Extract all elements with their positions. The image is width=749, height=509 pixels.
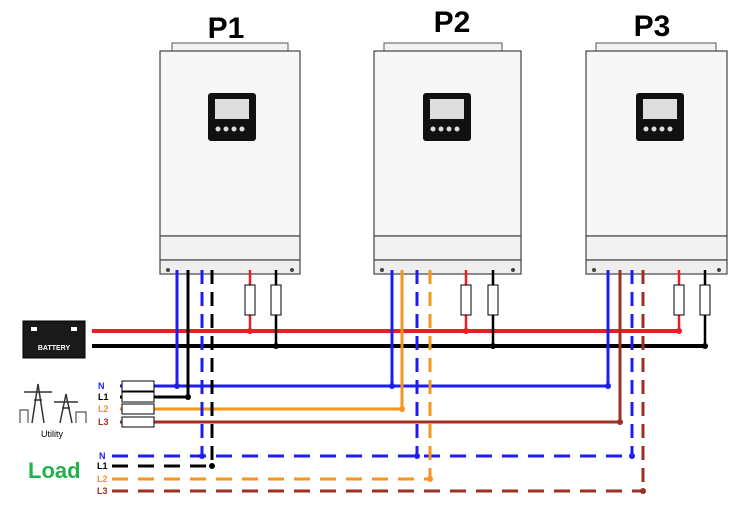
- unit-title-p3: P3: [634, 10, 671, 43]
- utility-n-label: N: [98, 381, 105, 391]
- utility-tower-icon: Utility: [16, 380, 88, 439]
- load-n-label: N: [99, 451, 106, 461]
- inverter-unit-p2: P2: [373, 6, 522, 275]
- unit-title-p1: P1: [208, 12, 245, 45]
- utility-l2-label: L2: [98, 404, 109, 414]
- utility-l3-label: L3: [98, 417, 109, 427]
- utility-label: Utility: [41, 429, 63, 439]
- battery-label: BATTERY: [38, 345, 71, 352]
- utility-l1-label: L1: [98, 392, 109, 402]
- load-label: Load: [28, 458, 81, 483]
- utility-bus: N L1 L2 L3: [98, 270, 623, 428]
- battery-breaker: [244, 284, 711, 316]
- battery-bus: [92, 270, 711, 349]
- load-bus: N L1 L2 L3: [97, 270, 646, 496]
- load-l2-label: L2: [97, 474, 108, 484]
- load-l3-label: L3: [97, 486, 108, 496]
- battery-icon: BATTERY: [22, 320, 86, 359]
- unit-title-p2: P2: [434, 6, 471, 39]
- load-l1-label: L1: [97, 461, 108, 471]
- inverter-unit-p3: P3: [585, 10, 728, 275]
- utility-breaker: [121, 380, 155, 428]
- inverter-unit-p1: P1: [159, 12, 301, 275]
